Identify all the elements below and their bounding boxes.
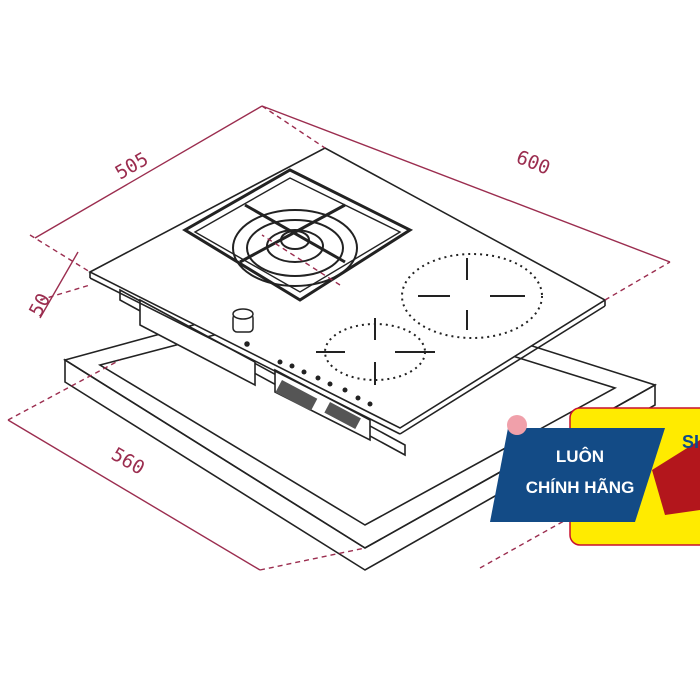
badge-partial-text: SI (682, 432, 700, 452)
promo-badge (490, 407, 700, 546)
dimension-560: 560 (108, 443, 149, 479)
touch-control-panel (275, 359, 373, 430)
gas-burner (182, 168, 414, 302)
badge-line-1: LUÔN (555, 447, 605, 466)
control-knob-icon (232, 308, 254, 347)
dimension-50: 50 (25, 290, 55, 321)
badge-line-2: CHÍNH HÃNG (525, 478, 635, 497)
induction-zones (316, 253, 543, 385)
hob-body (88, 147, 607, 457)
dimension-600: 600 (513, 146, 553, 179)
dimension-505: 505 (112, 148, 153, 184)
